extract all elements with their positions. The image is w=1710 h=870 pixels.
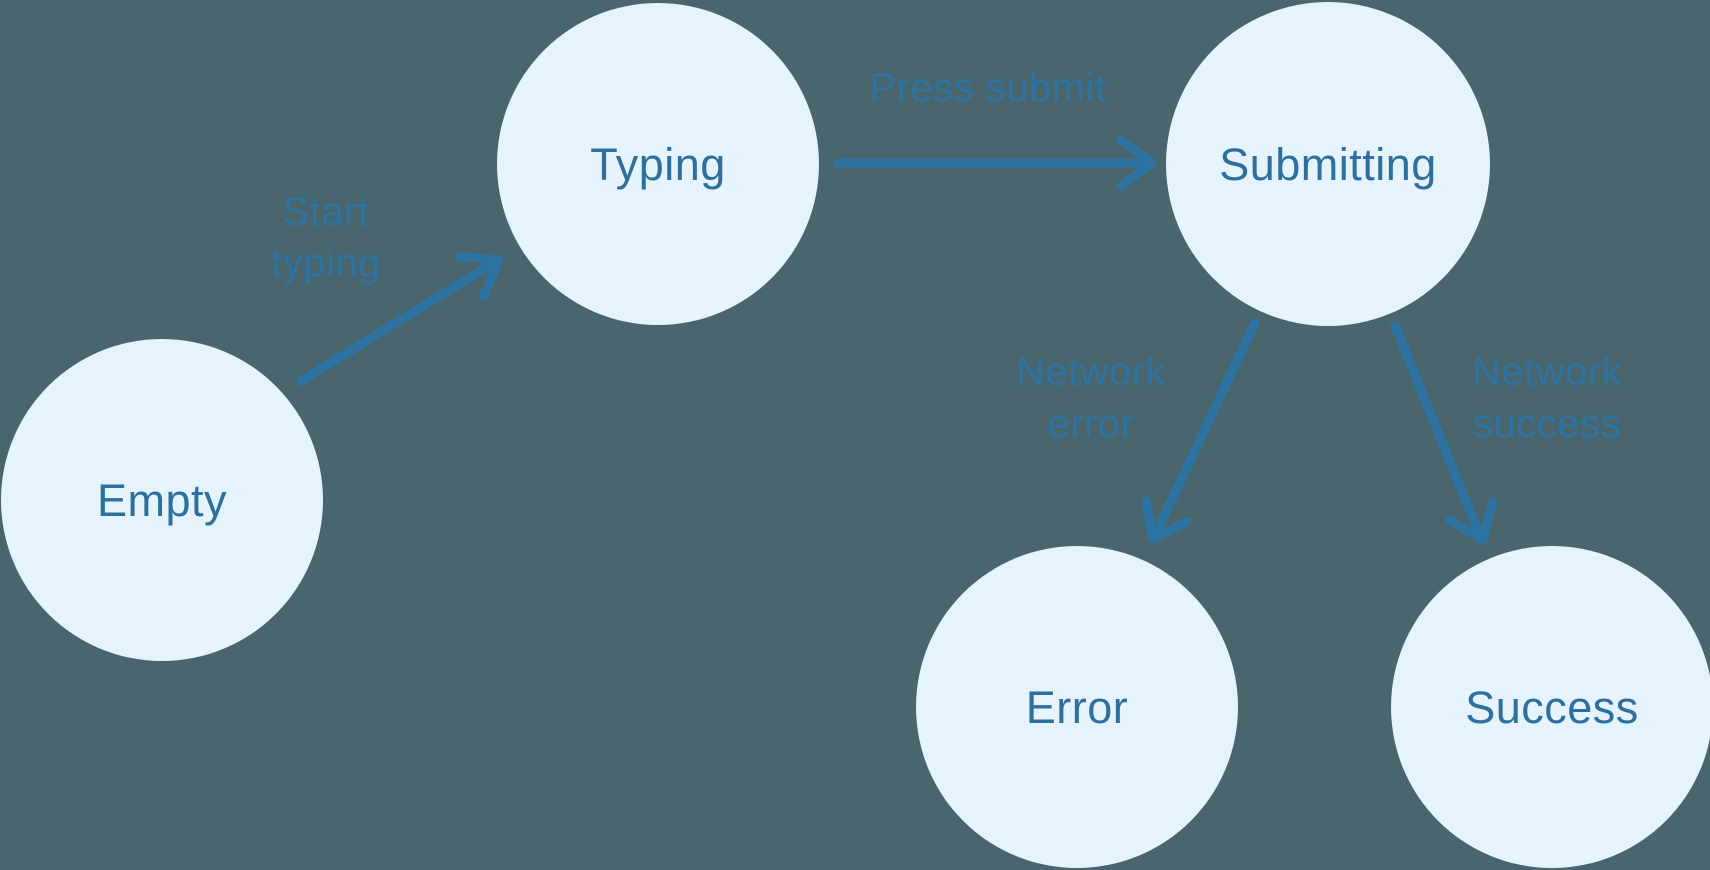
transition-label-network-error-line-2: error bbox=[1048, 402, 1135, 446]
transition-label-network-success-line-1: Network bbox=[1472, 350, 1623, 394]
arrow-head bbox=[1445, 498, 1497, 545]
transition-arrow-press-submit bbox=[833, 135, 1157, 191]
transition-arrow-network-success bbox=[1390, 321, 1497, 545]
state-label-empty: Empty bbox=[97, 475, 227, 526]
transition-label-network-error-line-1: Network bbox=[1016, 350, 1167, 394]
arrow-head bbox=[455, 252, 504, 301]
transition-arrow-start-typing bbox=[296, 252, 504, 386]
arrow-line bbox=[296, 259, 497, 386]
state-node-typing bbox=[497, 3, 819, 325]
state-label-typing: Typing bbox=[590, 139, 726, 190]
transition-arrow-network-error bbox=[1141, 318, 1260, 544]
arrow-line bbox=[1152, 318, 1260, 536]
state-label-error: Error bbox=[1026, 682, 1129, 733]
arrow-line bbox=[1390, 321, 1484, 538]
state-node-empty bbox=[1, 339, 323, 661]
transition-label-start-typing-line-2: typing bbox=[271, 241, 381, 285]
arrow-head bbox=[1116, 135, 1157, 191]
state-node-submitting bbox=[1166, 2, 1490, 326]
transition-label-press-submit: Press submit bbox=[869, 66, 1106, 110]
state-node-error bbox=[916, 546, 1238, 868]
state-label-success: Success bbox=[1465, 682, 1639, 733]
state-label-submitting: Submitting bbox=[1219, 139, 1437, 190]
transition-label-network-success-line-2: success bbox=[1473, 402, 1621, 446]
transition-label-start-typing-line-1: Start bbox=[283, 190, 370, 234]
arrow-head bbox=[1141, 496, 1192, 544]
state-node-success bbox=[1391, 546, 1710, 868]
